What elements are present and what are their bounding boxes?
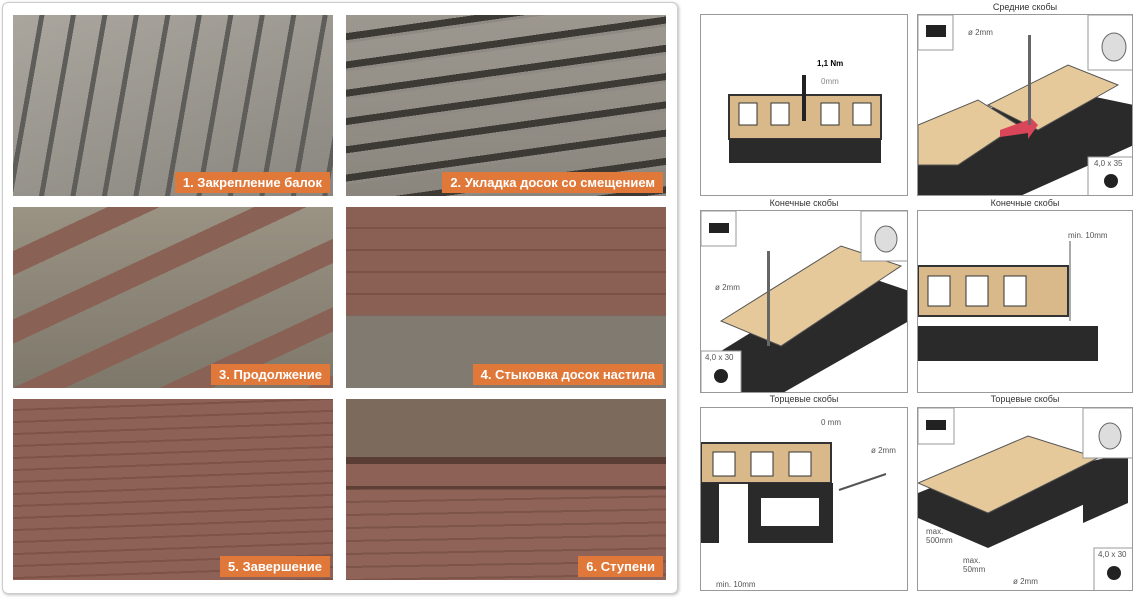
diagram-title: Средние скобы	[992, 2, 1058, 12]
drill-size-label: ø 2mm	[1013, 577, 1038, 586]
drill-size-label: ø 2mm	[968, 28, 993, 37]
max-text: max.	[963, 556, 981, 565]
diagram-title: Торцевые скобы	[769, 394, 839, 404]
step-label: 5. Завершение	[220, 556, 330, 577]
step-photo-5: 5. Завершение	[13, 399, 333, 580]
diagram-title: Конечные скобы	[769, 198, 839, 208]
photo-panel: 1. Закрепление балок 2. Укладка досок со…	[2, 2, 678, 594]
step-photo-3: 3. Продолжение	[13, 207, 333, 388]
step-photo-4: 4. Стыковка досок настила	[346, 207, 666, 388]
gap-label: min. 10mm	[716, 580, 756, 589]
diagram-middle-clips: ø 2mm 4,0 x 35	[917, 14, 1133, 196]
step-label: 1. Закрепление балок	[174, 172, 330, 193]
screw-size-label: 4,0 x 35	[1094, 159, 1123, 168]
max-text: max.	[926, 527, 944, 536]
diagram-butt-clips-iso: max.500mm max.50mm ø 2mm 4,0 x 30	[917, 407, 1133, 591]
diagram-butt-clips-section: 0 mm ø 2mm min. 10mm	[700, 407, 908, 591]
diagram-title: Конечные скобы	[990, 198, 1060, 208]
step-label: 3. Продолжение	[211, 364, 330, 385]
step-photo-1: 1. Закрепление балок	[13, 15, 333, 196]
diagram-title: Торцевые скобы	[990, 394, 1060, 404]
screw-size-label: 4,0 x 30	[705, 353, 734, 362]
step-photo-2: 2. Укладка досок со смещением	[346, 15, 666, 196]
step-label: 2. Укладка досок со смещением	[442, 172, 663, 193]
max-edge-label: max.50mm	[963, 556, 985, 574]
screw-size-label: 4,0 x 30	[1098, 550, 1127, 559]
torque-label: 1,1 Nm	[817, 59, 844, 68]
max-spacing-label: max.500mm	[926, 527, 953, 545]
step-photo-6: 6. Ступени	[346, 399, 666, 580]
diagram-end-clips-iso: ø 2mm 4,0 x 30	[700, 210, 908, 393]
gap-label: 0 mm	[821, 418, 841, 427]
drill-size-label: ø 2mm	[715, 283, 740, 292]
gap-label: min. 10mm	[1068, 231, 1108, 240]
step-label: 6. Ступени	[578, 556, 663, 577]
drill-size-label: ø 2mm	[871, 446, 896, 455]
step-label: 4. Стыковка досок настила	[472, 364, 663, 385]
diagram-middle-section: 1,1 Nm 0mm	[700, 14, 908, 196]
gap-label: 0mm	[821, 77, 839, 86]
diagram-end-clips-section: min. 10mm	[917, 210, 1133, 393]
max-value: 500mm	[926, 536, 953, 545]
max-value: 50mm	[963, 565, 986, 574]
